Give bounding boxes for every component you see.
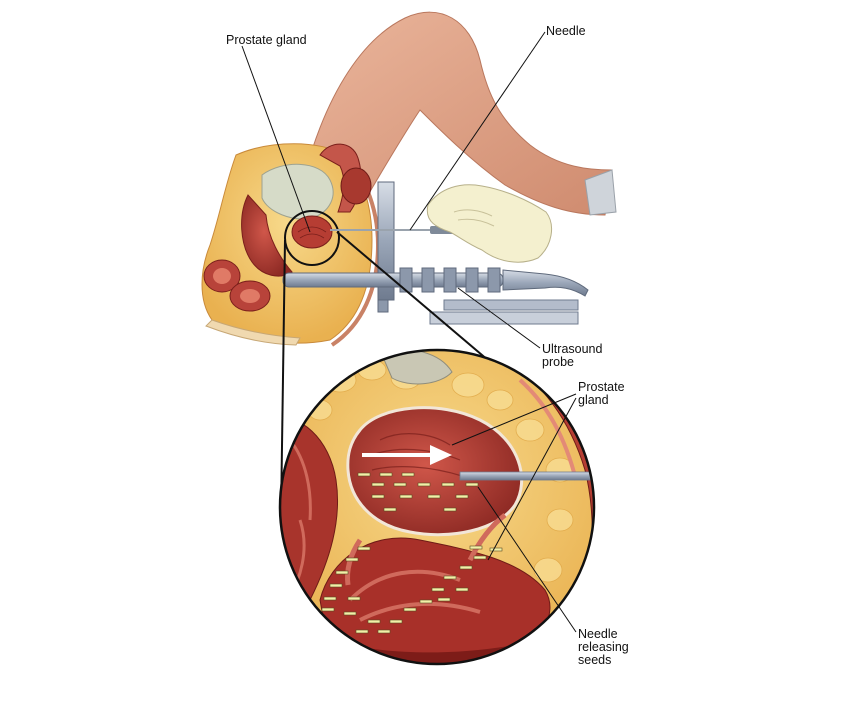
label-prostate-gland-inset: Prostate gland [578,380,625,407]
foot-cuff [584,169,617,216]
leader-needle-seeds [477,486,577,633]
needle-inset [459,471,594,481]
prostate-gland-inset [346,406,524,537]
callout-line-left [280,239,286,516]
leader-prostate-top [241,45,311,233]
label-needle-releasing-seeds: Needle releasing seeds [578,627,629,667]
pelvis-cross-section [201,11,617,347]
prostate-callout-ring [284,210,340,266]
leader-prostate-inset-1 [451,393,577,446]
prostate-small [291,215,333,249]
label-needle: Needle [546,24,586,38]
leader-needle [409,31,546,231]
bladder [261,163,334,220]
inset-circle-outline [278,348,596,666]
seeds [321,472,503,634]
testis [340,167,372,205]
leader-lines [241,31,577,633]
rectum [241,194,293,277]
leader-prostate-inset-2 [487,397,577,561]
sacrum [205,319,301,346]
leader-ultrasound [457,287,541,349]
label-prostate-gland: Prostate gland [226,33,307,47]
raised-leg [311,11,613,216]
label-ultrasound-probe: Ultrasound probe [542,342,603,369]
